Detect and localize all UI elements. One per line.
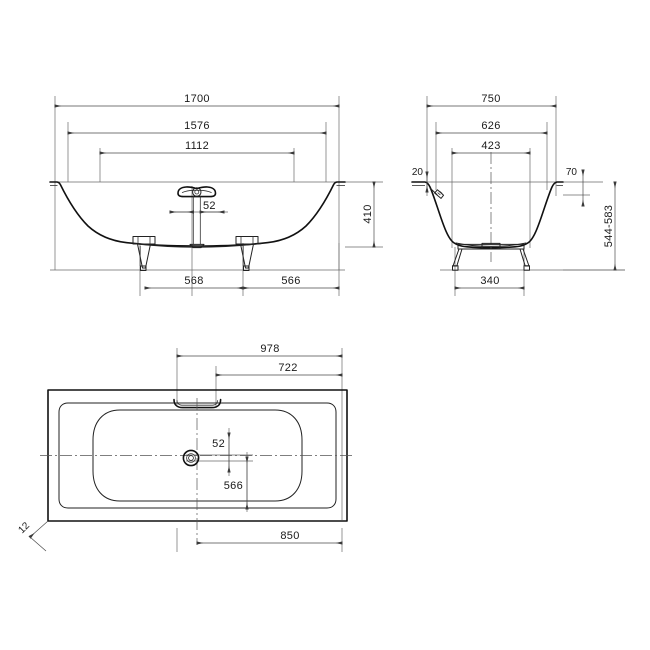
dimension-label-626: 626	[481, 120, 500, 132]
dimension-label-12: 12	[16, 520, 32, 536]
dimension-544-583: 544-583	[603, 181, 617, 271]
plan-bowl-opening	[92, 409, 303, 502]
plan-waste-outlet	[182, 449, 200, 467]
dimension-label-978: 978	[260, 343, 279, 355]
dimension-label-1576: 1576	[184, 120, 210, 132]
dimension-label-70: 70	[566, 167, 578, 178]
dimension-label-566-front: 566	[281, 275, 300, 287]
dimension-52-plan: 52	[212, 432, 231, 473]
dimension-label-850: 850	[280, 530, 299, 542]
dimension-626: 626	[435, 120, 548, 135]
dimension-label-750: 750	[481, 93, 500, 105]
front-foot-left	[132, 236, 156, 271]
dimension-52-front: 52	[169, 200, 228, 214]
side-elevation-view: 750 626 423	[411, 93, 625, 296]
plan-view: 978 722	[16, 343, 352, 552]
front-bathtub-body	[49, 181, 346, 248]
dimension-340: 340	[454, 275, 525, 290]
dimension-1112: 1112	[99, 140, 295, 155]
front-headrest	[177, 186, 217, 198]
dimension-20: 20	[412, 167, 429, 193]
dimension-850: 850	[196, 530, 343, 545]
dimension-566-front: 566	[242, 275, 340, 290]
side-support-feet	[452, 242, 530, 271]
front-foot-right	[235, 236, 259, 271]
dimension-410: 410	[362, 181, 376, 248]
side-extension-lines	[412, 96, 625, 296]
dimension-label-568: 568	[184, 275, 203, 287]
dimension-978: 978	[176, 343, 343, 358]
dimension-722: 722	[215, 362, 343, 377]
front-extension-lines	[50, 96, 383, 296]
dimension-568: 568	[144, 275, 244, 290]
plan-outer-rim	[47, 389, 348, 522]
dimension-423: 423	[451, 140, 531, 155]
dimension-label-423: 423	[481, 140, 500, 152]
dimension-label-544-583: 544-583	[603, 205, 615, 247]
dimension-label-340: 340	[480, 275, 499, 287]
dimension-566-plan: 566	[224, 456, 249, 510]
side-overflow-fitting	[429, 187, 445, 199]
plan-inner-rim	[58, 402, 337, 509]
dimension-1700: 1700	[54, 93, 340, 108]
front-waste-pipe	[189, 187, 205, 249]
dimension-1576: 1576	[67, 120, 327, 135]
plan-corner-radius-leader: 12	[16, 520, 49, 552]
front-support-feet	[132, 236, 259, 271]
front-elevation-view: 1700 1576 1112	[49, 93, 383, 296]
dimension-label-52-plan: 52	[212, 438, 225, 450]
dimension-label-52-front: 52	[203, 200, 216, 212]
dimension-750: 750	[426, 93, 557, 108]
dimension-label-410: 410	[362, 204, 374, 223]
dimension-label-20: 20	[412, 167, 424, 178]
dimension-label-722: 722	[278, 362, 297, 374]
dimension-label-1112: 1112	[185, 140, 209, 152]
dimension-label-566-plan: 566	[224, 480, 243, 492]
dimension-70: 70	[566, 167, 585, 207]
dimension-label-1700: 1700	[184, 93, 210, 105]
